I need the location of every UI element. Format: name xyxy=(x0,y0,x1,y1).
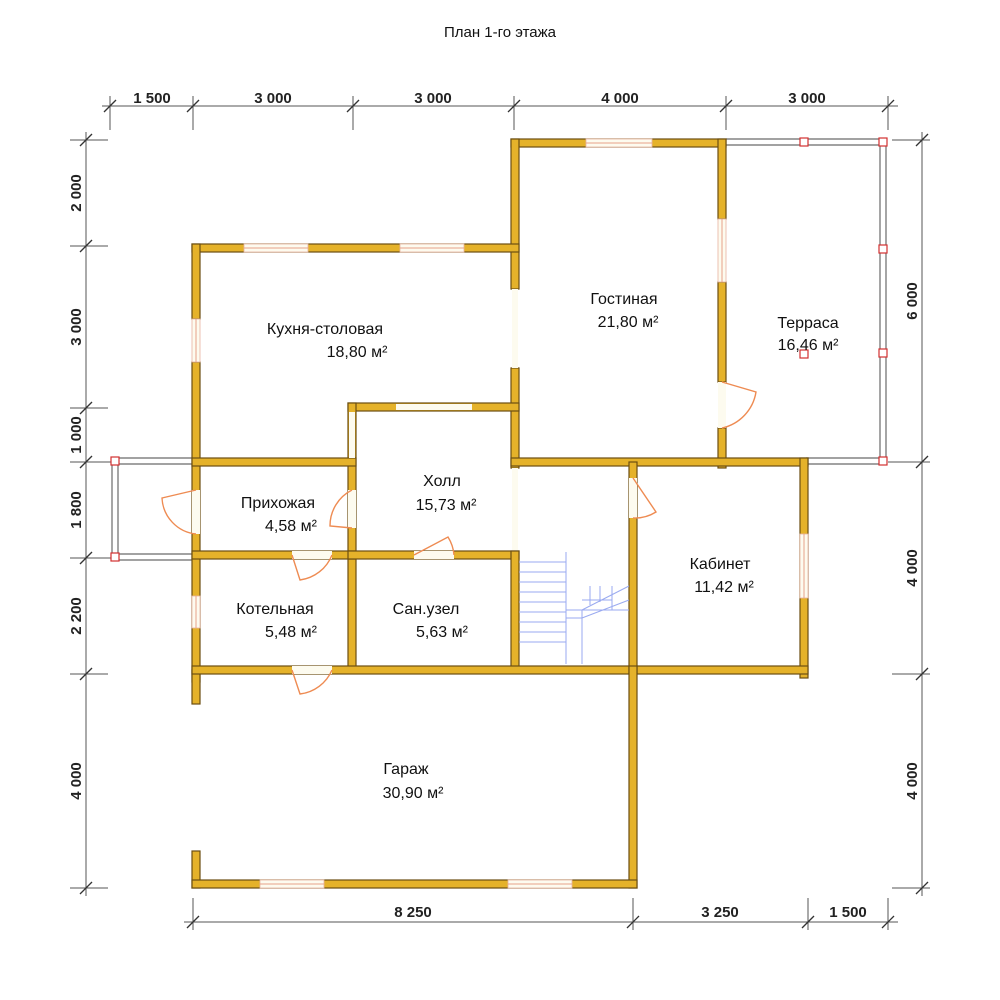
room-kitchen-area: 18,80 м² xyxy=(327,344,388,361)
porch-railing xyxy=(111,457,193,561)
dim-top-1: 1 500 xyxy=(133,90,171,107)
terrace-posts xyxy=(110,137,888,562)
dim-left-1: 2 000 xyxy=(68,174,85,212)
room-garage-area: 30,90 м² xyxy=(383,785,444,802)
dim-left-6: 4 000 xyxy=(68,762,85,800)
room-labels: Кухня-столовая 18,80 м² Гостиная 21,80 м… xyxy=(236,291,839,802)
dim-top-5: 3 000 xyxy=(788,90,826,107)
room-living-name: Гостиная xyxy=(590,291,657,308)
dim-left-4: 1 800 xyxy=(68,491,85,529)
plan-title: План 1-го этажа xyxy=(444,24,557,41)
room-hall-area: 15,73 м² xyxy=(416,497,477,514)
dim-top-2: 3 000 xyxy=(254,90,292,107)
room-hall-name: Холл xyxy=(423,473,461,490)
dim-bottom-1: 8 250 xyxy=(394,904,432,921)
dimension-top: 1 500 3 000 3 000 4 000 3 000 xyxy=(102,90,898,130)
room-boiler-name: Котельная xyxy=(236,601,313,618)
room-entrance-name: Прихожая xyxy=(241,495,315,512)
dim-right-2: 4 000 xyxy=(904,549,921,587)
room-entrance-area: 4,58 м² xyxy=(265,518,318,535)
staircase xyxy=(519,552,630,664)
room-terrace-name: Терраса xyxy=(777,315,838,332)
dimension-left: 2 000 3 000 1 000 1 800 2 200 4 000 xyxy=(68,132,112,896)
dim-left-5: 2 200 xyxy=(68,597,85,635)
room-study-area: 11,42 м² xyxy=(694,579,754,596)
room-bathroom-area: 5,63 м² xyxy=(416,624,469,641)
terrace-railing xyxy=(726,138,887,465)
dim-right-3: 4 000 xyxy=(904,762,921,800)
room-living-area: 21,80 м² xyxy=(598,314,659,331)
dim-top-3: 3 000 xyxy=(414,90,452,107)
room-garage-name: Гараж xyxy=(383,761,428,778)
dim-left-2: 3 000 xyxy=(68,308,85,346)
wall-openings xyxy=(349,289,518,550)
windows xyxy=(191,138,809,889)
room-boiler-area: 5,48 м² xyxy=(265,624,318,641)
dim-bottom-3: 1 500 xyxy=(829,904,867,921)
dimension-bottom: 8 250 3 250 1 500 xyxy=(184,898,898,930)
dim-left-3: 1 000 xyxy=(68,416,85,454)
room-kitchen-name: Кухня-столовая xyxy=(267,321,383,338)
dim-bottom-2: 3 250 xyxy=(701,904,739,921)
doors xyxy=(161,381,757,695)
dim-right-1: 6 000 xyxy=(904,282,921,320)
room-terrace-area: 16,46 м² xyxy=(778,337,839,354)
room-study-name: Кабинет xyxy=(690,556,752,573)
room-bathroom-name: Сан.узел xyxy=(393,601,460,618)
dimension-right: 6 000 4 000 4 000 xyxy=(888,132,930,896)
dim-top-4: 4 000 xyxy=(601,90,639,107)
